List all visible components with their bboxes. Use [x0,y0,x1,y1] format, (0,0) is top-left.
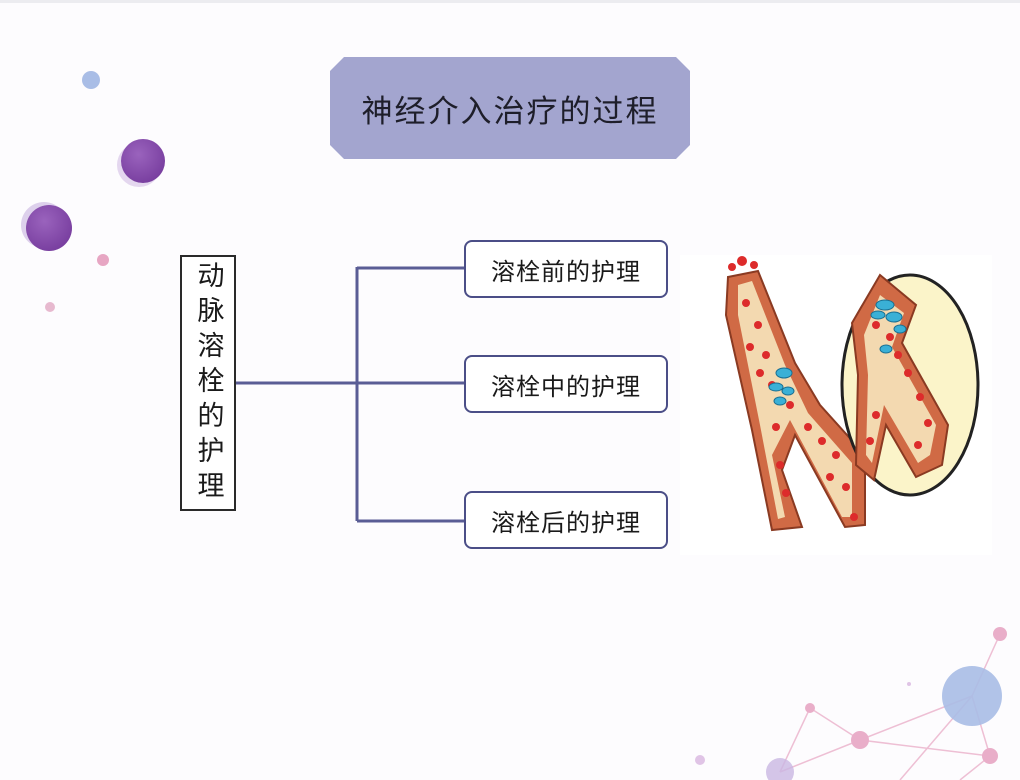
main-topic-box: 动脉溶栓的护理 [180,255,236,511]
vessel-left [724,256,866,532]
main-topic: 动脉溶栓的护理 [192,260,224,506]
node-post-thrombolysis: 溶栓后的护理 [464,491,668,549]
blood-vessel-thrombus-icon [680,255,992,555]
node-pre-thrombolysis: 溶栓前的护理 [464,240,668,298]
decor-dot [121,139,165,183]
magnified-view [840,273,980,497]
decor-dot [45,302,55,312]
node-during-thrombolysis: 溶栓中的护理 [464,355,668,413]
title-banner: 神经介入治疗的过程 [330,57,690,159]
decor-dot [97,254,109,266]
slide-title: 神经介入治疗的过程 [361,93,659,130]
decor-dot [82,71,100,89]
decor-dot [26,205,72,251]
decorative-network [695,627,1007,780]
top-divider [0,0,1020,3]
